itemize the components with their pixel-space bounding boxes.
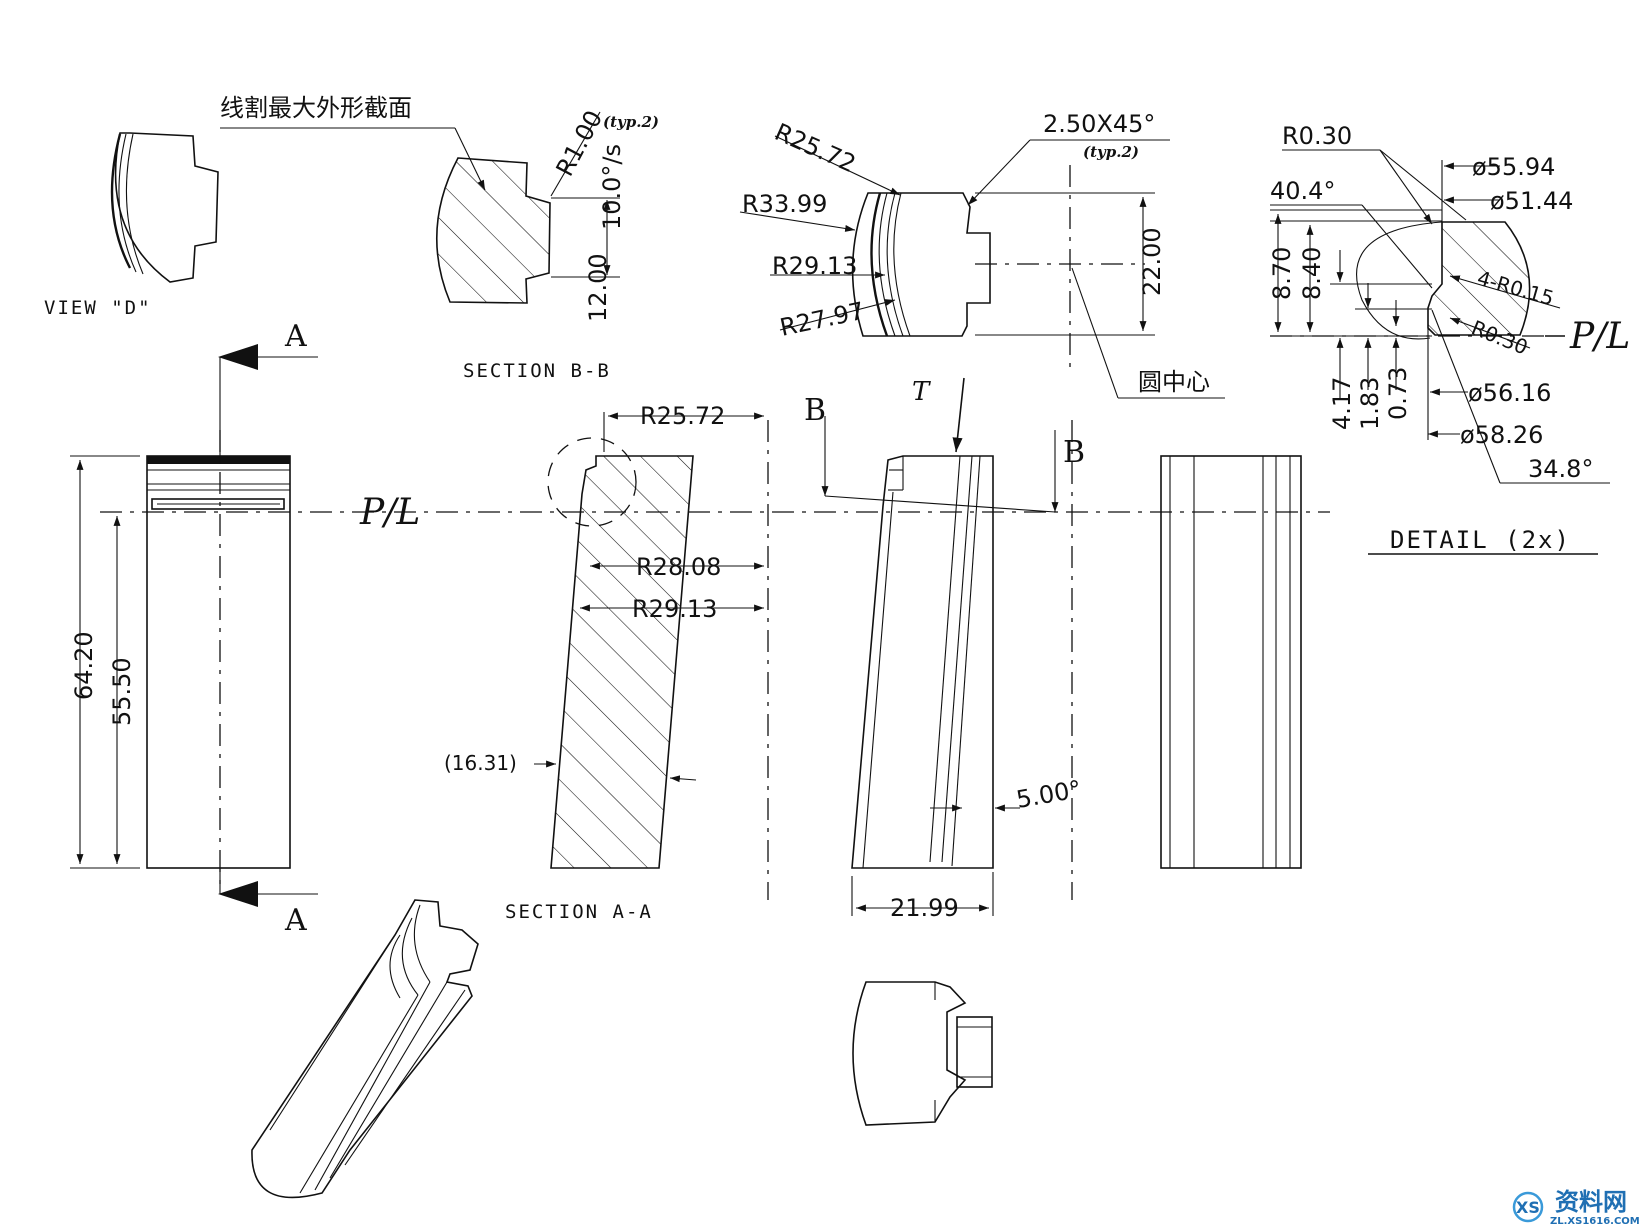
section-aa-label: SECTION A-A bbox=[505, 901, 653, 923]
view-t-label: T bbox=[912, 377, 931, 407]
top-r3-dim: R29.13 bbox=[772, 252, 857, 280]
detail-label: DETAIL (2x) bbox=[1390, 526, 1571, 554]
det-v2-dim: 1.83 bbox=[1356, 377, 1384, 430]
det-d2-dim: ø51.44 bbox=[1490, 187, 1573, 215]
watermark-logo-text: XS bbox=[1516, 1198, 1540, 1217]
det-v3-dim: 0.73 bbox=[1384, 367, 1412, 420]
aa-r3-dim: R29.13 bbox=[632, 595, 717, 623]
top-typ-note: (typ.2) bbox=[1083, 143, 1139, 161]
top-r4-dim: R27.97 bbox=[777, 297, 866, 342]
bb-angle-dim: 10.0°/s bbox=[598, 144, 626, 230]
wire-cut-note: 线割最大外形截面 bbox=[220, 94, 412, 122]
det-d3-dim: ø56.16 bbox=[1468, 379, 1551, 407]
front-view: A A 64.20 55.50 bbox=[70, 319, 318, 938]
view-d: VIEW "D" bbox=[44, 132, 219, 319]
aa-ref-dim: (16.31) bbox=[444, 751, 517, 775]
aa-r2-dim: R28.08 bbox=[636, 553, 721, 581]
circle-center-note: 圆中心 bbox=[1138, 368, 1210, 396]
top-profile-view: 22.00 R25.72 R33.99 R29.13 R27.97 2.50X4… bbox=[739, 110, 1225, 399]
watermark-url: ZL.XS1616.COM bbox=[1550, 1216, 1640, 1226]
top-r2-dim: R33.99 bbox=[742, 190, 827, 218]
bb-typ-note: (typ.2) bbox=[603, 113, 659, 131]
section-b-left-label: B bbox=[804, 393, 826, 428]
det-h2-dim: 8.40 bbox=[1298, 247, 1326, 300]
top-height-dim: 22.00 bbox=[1138, 227, 1166, 296]
section-a-top-label: A bbox=[284, 319, 307, 354]
section-a-bottom-label: A bbox=[284, 903, 307, 938]
det-d1-dim: ø55.94 bbox=[1472, 153, 1555, 181]
side-view: B B T 21.99 5.00° bbox=[804, 377, 1085, 922]
det-h1-dim: 8.70 bbox=[1268, 247, 1296, 300]
det-r030-top-dim: R0.30 bbox=[1282, 122, 1352, 150]
bb-width-dim: 12.00 bbox=[584, 253, 612, 322]
front-below-pl-dim: 55.50 bbox=[108, 657, 136, 726]
side-angle-dim: 5.00° bbox=[1014, 775, 1083, 814]
view-d-label: VIEW "D" bbox=[44, 297, 152, 319]
det-angle-bot-dim: 34.8° bbox=[1528, 455, 1593, 483]
end-view bbox=[1160, 455, 1302, 869]
det-angle-top-dim: 40.4° bbox=[1270, 177, 1335, 205]
section-aa: R25.72 R28.08 R29.13 (16.31) SECTION A-A bbox=[444, 402, 769, 923]
detail-view: P/L 8.70 8.40 4.17 1.83 0.73 R0.30 40.4°… bbox=[1268, 122, 1630, 555]
watermark-name: 资料网 bbox=[1555, 1188, 1627, 1216]
aa-r1-dim: R25.72 bbox=[640, 402, 725, 430]
section-b-right-label: B bbox=[1063, 435, 1085, 470]
det-v1-dim: 4.17 bbox=[1328, 377, 1356, 430]
side-width-dim: 21.99 bbox=[890, 894, 959, 922]
det-d4-dim: ø58.26 bbox=[1460, 421, 1543, 449]
bottom-profile-view bbox=[852, 981, 993, 1126]
watermark-logo: XS 资料网 ZL.XS1616.COM bbox=[1512, 1188, 1640, 1226]
section-bb-label: SECTION B-B bbox=[463, 360, 611, 382]
top-chamfer-dim: 2.50X45° bbox=[1043, 110, 1155, 138]
front-total-dim: 64.20 bbox=[70, 631, 98, 700]
isometric-view bbox=[251, 899, 479, 1199]
top-r1-dim: R25.72 bbox=[771, 118, 860, 178]
detail-parting-line: P/L bbox=[1569, 316, 1630, 357]
parting-line-label: P/L bbox=[359, 492, 420, 533]
